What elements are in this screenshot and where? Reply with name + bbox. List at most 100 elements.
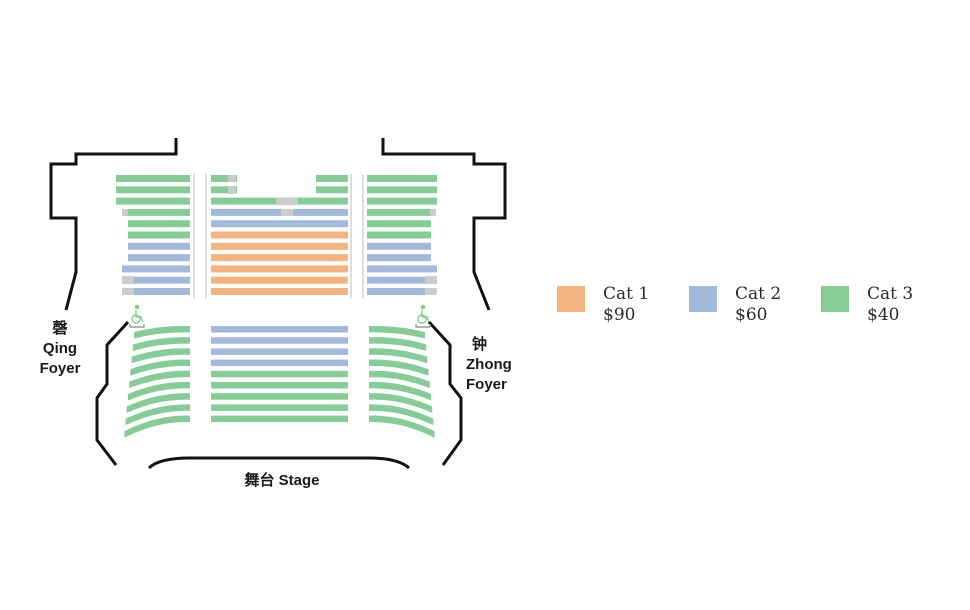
upper-left-row [128, 220, 190, 228]
upper-left-row [122, 265, 190, 273]
upper-center-row [211, 288, 348, 295]
lower-center-row [211, 404, 348, 411]
zhong-foyer-suffix: Foyer [466, 376, 507, 393]
upper-right-row [367, 231, 431, 239]
cat2-swatch [689, 286, 717, 312]
unavailable-seat [228, 175, 236, 182]
zhong-foyer-name: Zhong [466, 356, 512, 373]
lower-center-row [211, 382, 348, 389]
qing-foyer-label: 磬 Qing Foyer [30, 319, 90, 379]
unavailable-seat [228, 187, 236, 194]
upper-left-row [116, 175, 190, 182]
wheelchair-icon [415, 304, 431, 328]
unavailable-seat [430, 209, 436, 216]
lower-left-curved-row [126, 393, 190, 413]
upper-center-row [211, 186, 237, 194]
upper-center-row [211, 231, 348, 239]
unavailable-seat [425, 288, 437, 295]
lower-right-curved-row [369, 325, 425, 339]
upper-center-row [211, 242, 348, 250]
aisle-ladders [193, 174, 364, 298]
unavailable-seat [276, 198, 298, 205]
qing-foyer-suffix: Foyer [39, 360, 81, 377]
upper-center-row [211, 265, 348, 273]
lower-right-curved-row [369, 393, 433, 413]
lower-center-row [211, 337, 348, 344]
zhong-foyer-chinese: 钟 [472, 336, 488, 353]
lower-left-curved-row [125, 404, 190, 426]
upper-center-row [316, 186, 348, 194]
lower-right-curved-row [369, 381, 431, 401]
hall-walls [49, 138, 507, 470]
upper-center-row [211, 208, 348, 216]
upper-left-row [116, 186, 190, 194]
upper-left-row [128, 208, 190, 216]
unavailable-seat [122, 288, 134, 295]
lower-left-curved-row [132, 337, 190, 351]
left-upper-wall [49, 138, 178, 311]
legend-cat2: Cat 2 $60 [689, 284, 781, 326]
wheelchair-icon [129, 304, 145, 328]
lower-center-row [211, 359, 348, 367]
upper-right-row [367, 265, 437, 273]
legend-cat3: Cat 3 $40 [821, 284, 913, 326]
upper-center-row [211, 276, 348, 284]
upper-center-row [211, 175, 237, 182]
stage-label: 舞台 Stage [244, 472, 320, 489]
lower-right-curved-row [369, 404, 434, 426]
upper-right-row [367, 276, 437, 284]
cat2-name: Cat 2 [735, 284, 782, 304]
right-lower-wall [427, 320, 463, 466]
upper-center-row [211, 254, 348, 262]
lower-center-row [211, 415, 348, 423]
upper-left-row [128, 242, 190, 250]
legend-cat1: Cat 1 $90 [557, 284, 649, 326]
unavailable-seat [281, 209, 293, 216]
cat1-price: $90 [603, 305, 636, 325]
lower-center-row [211, 393, 348, 400]
lower-left-curved-row [131, 348, 190, 364]
lower-left-curved-row [130, 359, 190, 376]
upper-right-row [367, 175, 437, 182]
upper-left-row [128, 231, 190, 239]
lower-left-curved-row [134, 325, 190, 339]
upper-right-row [367, 220, 431, 228]
upper-right-row [367, 186, 437, 194]
upper-left-row [122, 276, 190, 284]
lower-right-curved-row [369, 370, 430, 389]
lower-center-row [211, 348, 348, 355]
lower-right-curved-row [369, 348, 428, 364]
lower-center-row [211, 326, 348, 333]
right-aisle-ladder [350, 174, 364, 298]
lower-left-curved-row [128, 381, 190, 401]
cat3-name: Cat 3 [867, 284, 914, 304]
cat1-swatch [557, 286, 585, 312]
upper-center-row [211, 220, 348, 228]
qing-foyer-chinese: 磬 [52, 320, 68, 337]
unavailable-seat [122, 276, 134, 283]
lower-right-curved-row [369, 415, 435, 438]
lower-left-curved-row [124, 415, 190, 438]
upper-center-row [316, 175, 348, 182]
right-upper-wall [381, 138, 507, 311]
upper-right-row [367, 288, 437, 295]
unavailable-seat [122, 209, 128, 216]
stage-edge [147, 456, 411, 470]
left-aisle-ladder [193, 174, 207, 298]
lower-right-curved-row [369, 337, 427, 351]
cat3-price: $40 [867, 305, 900, 325]
upper-right-row [367, 242, 431, 250]
unavailable-seat [425, 276, 437, 283]
upper-right-row [367, 197, 437, 205]
lower-right-curved-row [369, 359, 429, 376]
cat1-name: Cat 1 [603, 284, 650, 304]
upper-left-row [122, 288, 190, 295]
left-lower-wall [95, 320, 130, 466]
seat-rows [116, 175, 437, 438]
upper-left-row [128, 254, 190, 262]
upper-left-row [116, 197, 190, 205]
cat2-price: $60 [735, 305, 768, 325]
qing-foyer-name: Qing [42, 340, 78, 357]
lower-center-row [211, 370, 348, 378]
